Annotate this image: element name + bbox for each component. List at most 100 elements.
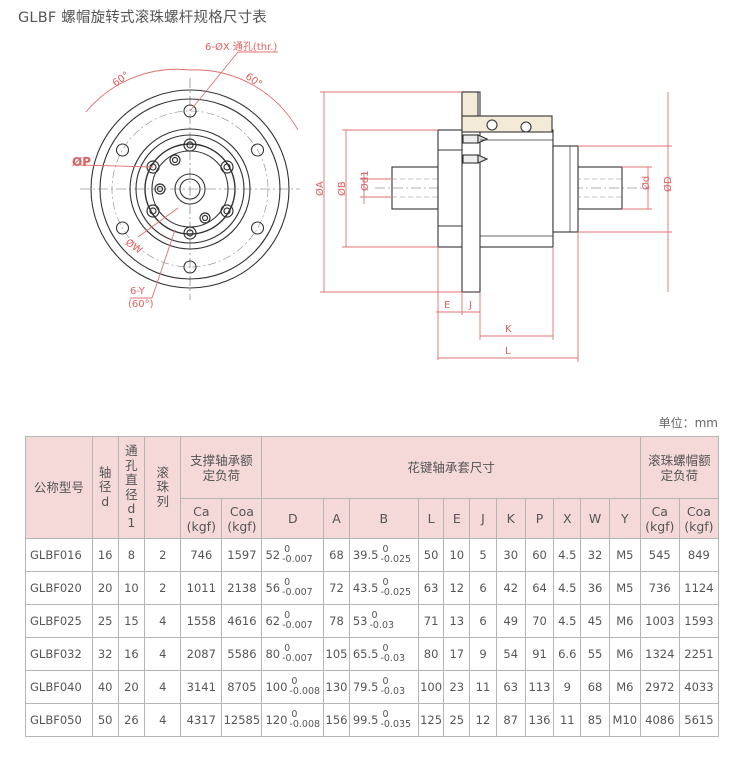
cell-shaft-d: 32 [91,637,119,671]
header-J: J [469,498,497,539]
cell-support-ca: 2087 [180,637,223,671]
header-B: B [348,498,419,539]
dim-D: ØD [662,176,674,192]
cell-hole-d1: 8 [117,538,146,572]
cell-nut-ca: 4086 [639,703,680,737]
technical-drawing: 6-ØX 通孔(thr.) 60° 60° ØP ØW 6-Y (60°) [72,41,674,362]
header-ca: Ca(kgf) [180,498,223,539]
spec-table: 公称型号 轴径d 通孔直径d1 滚珠列 支撑轴承额定负荷 花键轴承套尺寸 滚珠螺… [25,436,720,737]
header-W: W [580,498,610,539]
cell-Y: M5 [608,571,641,605]
cell-P: 64 [524,571,555,605]
side-view-dimensions: ØA ØB Ød1 Ød ØD E J K L [314,91,674,362]
page-title: GLBF 螺帽旋转式滚珠螺杆规格尺寸表 [18,10,268,26]
w-label: ØW [123,236,145,256]
cell-model: GLBF040 [25,670,93,704]
cell-support-ca: 746 [180,538,223,572]
dim-K: K [505,324,512,335]
cell-Y: M5 [608,538,641,572]
angle-right-label: 60° [243,71,264,90]
cell-A: 78 [323,604,350,638]
cell-support-coa: 8705 [221,670,263,704]
cell-support-ca: 1011 [180,571,223,605]
header-D: D [261,498,325,539]
cell-balls: 2 [144,538,182,572]
cell-A: 72 [323,571,350,605]
flange-hole [183,104,197,118]
cell-E: 13 [443,604,471,638]
cell-P: 91 [524,637,555,671]
cell-K: 30 [495,538,526,572]
cell-A: 68 [323,538,350,572]
angle-left-label: 60° [111,70,132,89]
cell-nut-ca: 2972 [639,670,680,704]
cell-J: 11 [469,670,497,704]
holes-label: 6-ØX 通孔(thr.) [205,41,277,53]
cell-support-ca: 4317 [180,703,223,737]
side-view [375,91,650,293]
header-P: P [524,498,555,539]
cell-model: GLBF025 [25,604,93,638]
front-view [80,78,300,300]
cell-support-coa: 12585 [221,703,263,737]
cell-balls: 4 [144,604,182,638]
header-nut-group: 滚珠螺帽额定负荷 [639,436,720,499]
cell-L: 63 [417,571,445,605]
cell-J: 6 [469,571,497,605]
dim-E: E [444,300,450,311]
header-nut-ca: Ca(kgf) [639,498,680,539]
cell-Y: M6 [608,670,641,704]
header-support-group: 支撑轴承额定负荷 [180,436,263,499]
cell-W: 55 [580,637,610,671]
cell-J: 5 [469,538,497,572]
cell-K: 87 [495,703,526,737]
header-hole: 通孔直径d1 [117,436,146,539]
cell-Y: M6 [608,637,641,671]
cell-K: 42 [495,571,526,605]
dim-J: J [468,300,472,311]
cell-Y: M10 [608,703,641,737]
cell-model: GLBF016 [25,538,93,572]
dim-B: ØB [336,181,348,196]
header-X: X [553,498,582,539]
cell-X: 6.6 [553,637,582,671]
cell-L: 100 [417,670,445,704]
cell-support-coa: 1597 [221,538,263,572]
cell-hole-d1: 26 [117,703,146,737]
cell-K: 54 [495,637,526,671]
cell-L: 71 [417,604,445,638]
cell-support-coa: 4616 [221,604,263,638]
cell-balls: 4 [144,703,182,737]
unit-label: 单位：mm [658,416,718,430]
cell-A: 105 [323,637,350,671]
cell-E: 12 [443,571,471,605]
cell-J: 9 [469,637,497,671]
cell-nut-coa: 1593 [678,604,720,638]
cell-support-ca: 3141 [180,670,223,704]
cell-nut-ca: 736 [639,571,680,605]
cell-K: 63 [495,670,526,704]
cell-balls: 4 [144,637,182,671]
cell-A: 130 [323,670,350,704]
cell-shaft-d: 20 [91,571,119,605]
cell-hole-d1: 15 [117,604,146,638]
cell-balls: 2 [144,571,182,605]
cell-hole-d1: 20 [117,670,146,704]
header-K: K [495,498,526,539]
cell-X: 4.5 [553,604,582,638]
cell-P: 60 [524,538,555,572]
dim-A: ØA [314,181,326,196]
cell-support-ca: 1558 [180,604,223,638]
